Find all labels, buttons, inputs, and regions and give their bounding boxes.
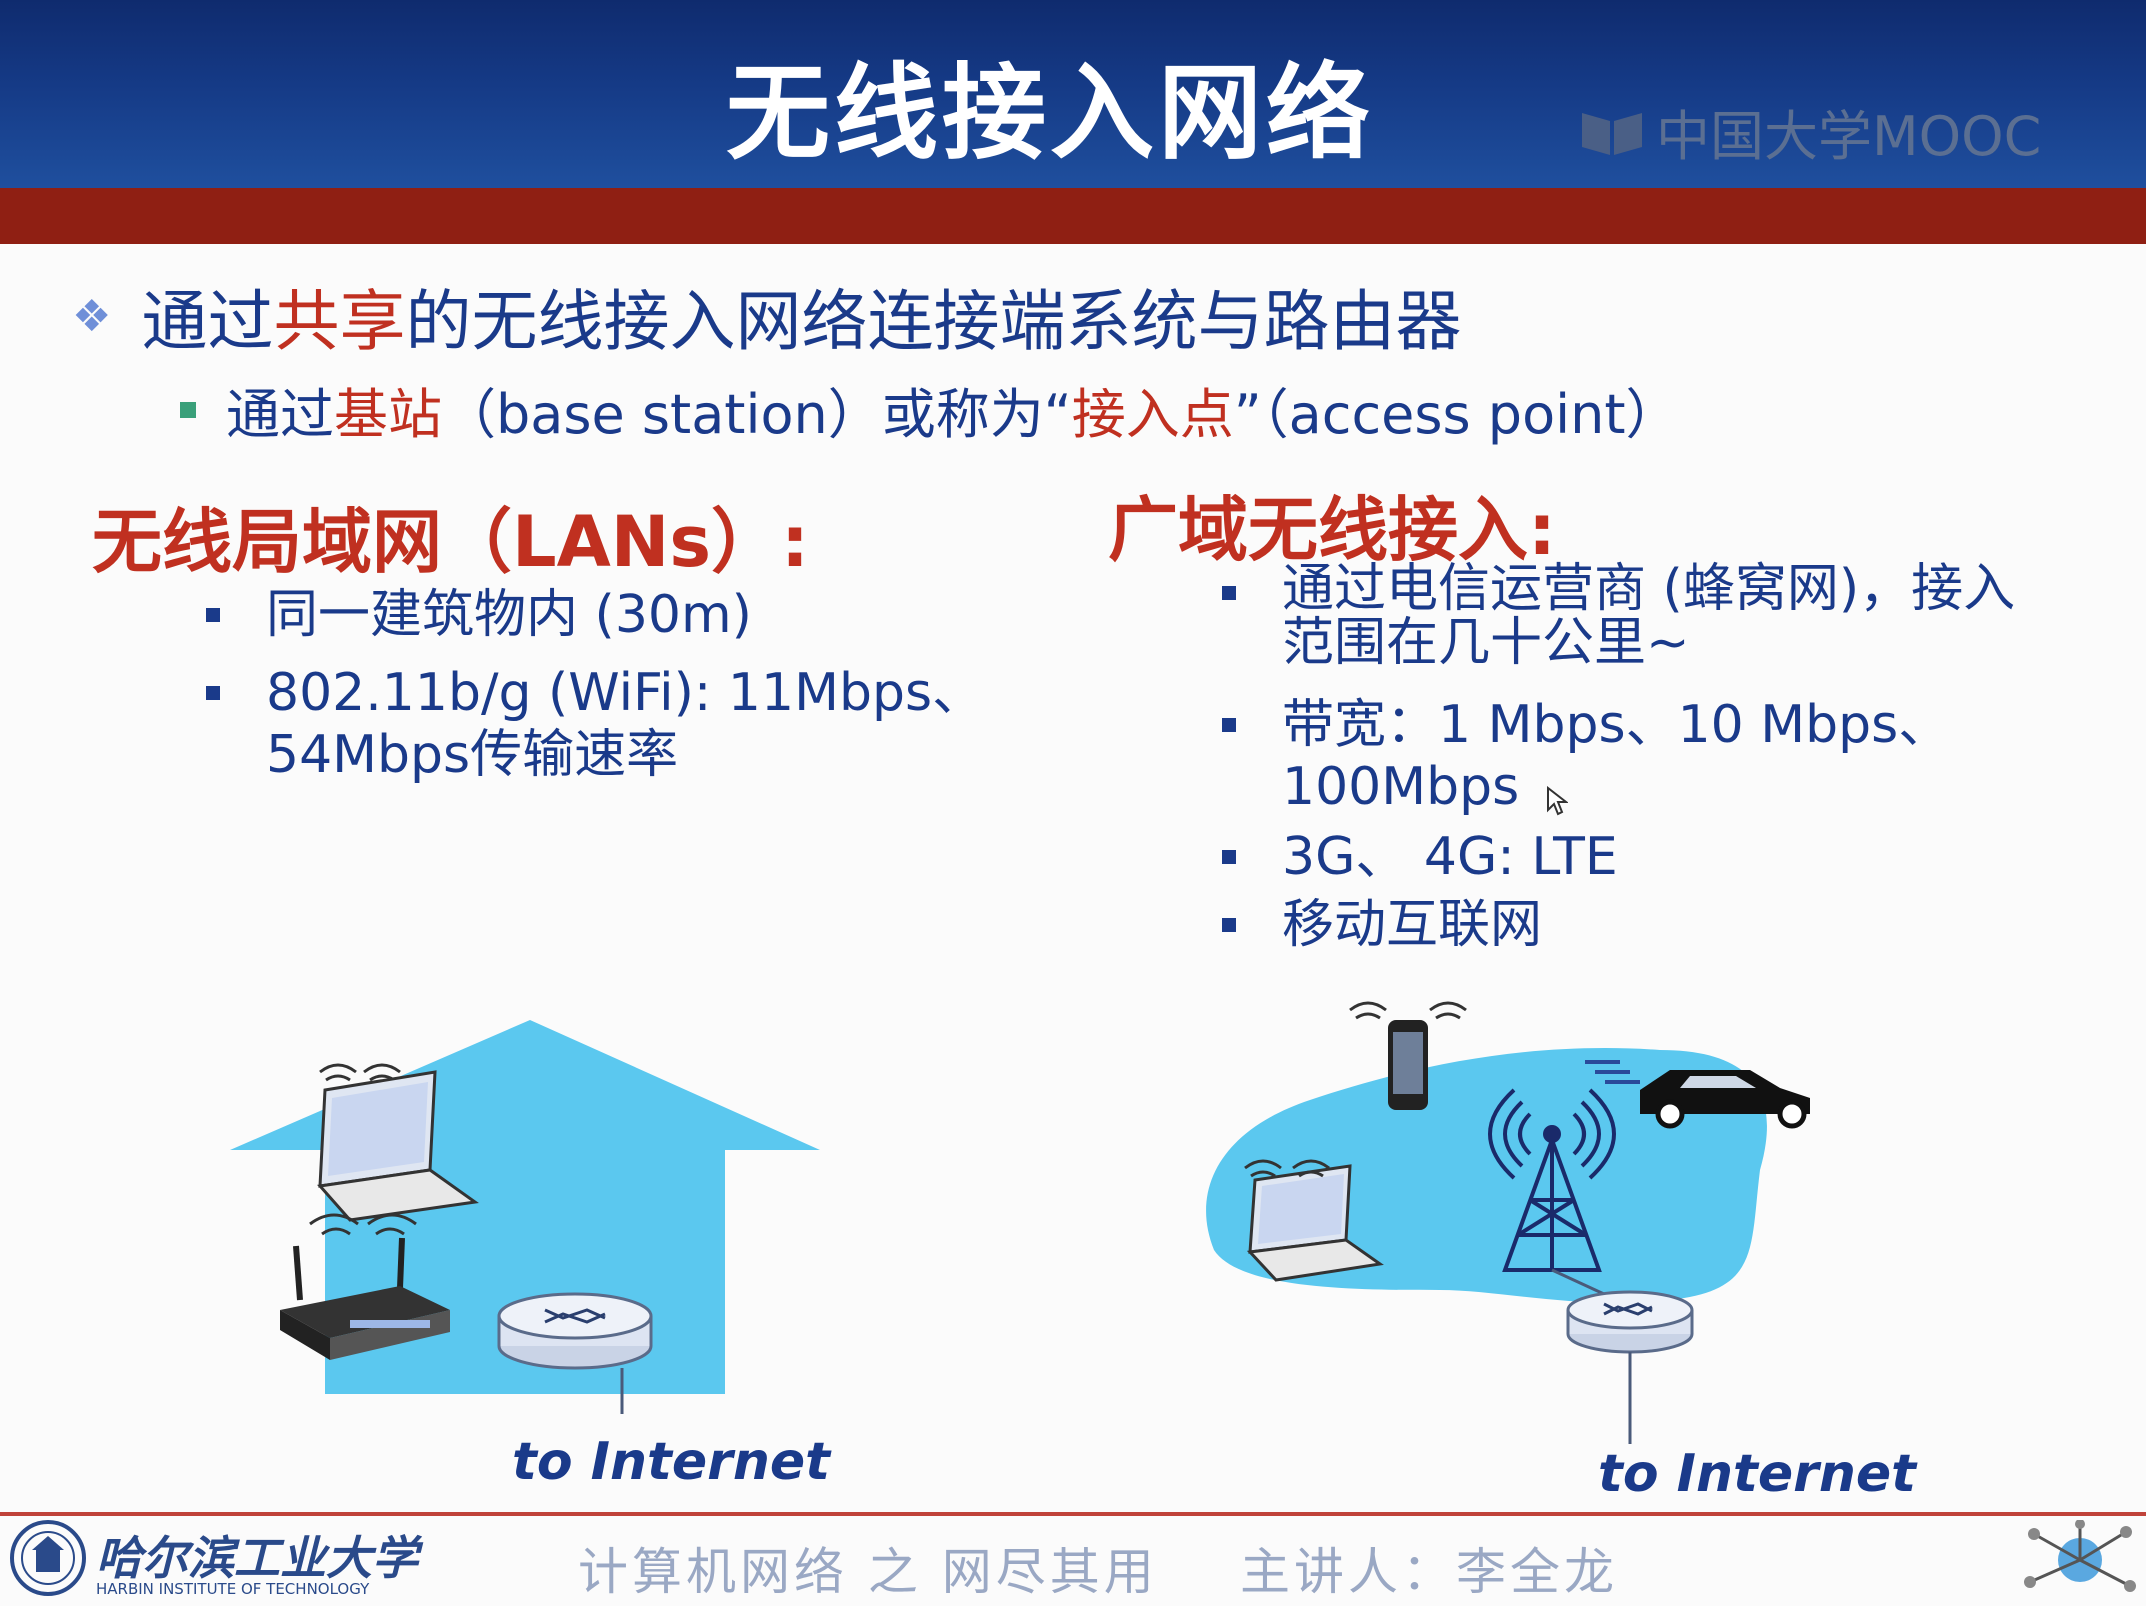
wan-item: 带宽：1 Mbps、10 Mbps、 100Mbps — [1222, 694, 1950, 818]
square-bullet-icon — [1222, 850, 1236, 864]
hit-logo-icon — [10, 1520, 86, 1596]
laptop-icon — [317, 1070, 479, 1222]
wifi-waves-icon — [1585, 1060, 1640, 1084]
wifi-waves-icon — [319, 1063, 401, 1082]
bullet2-text-5: ”（access point） — [1233, 383, 1680, 446]
wan-item: 通过电信运营商 (蜂窝网)，接入 范围在几十公里~ — [1222, 562, 2015, 670]
mouse-pointer-icon — [1547, 786, 1568, 816]
car-icon — [1640, 1070, 1810, 1129]
bullet1-text-4: 连接端系统与路由器 — [867, 283, 1462, 360]
wlan-item-text: 802.11b/g (WiFi): 11Mbps、 — [266, 663, 985, 723]
wlan-heading: 无线局域网（LANs）: — [92, 501, 810, 583]
bullet-base-station: 通过基站（base station）或称为“接入点”（access point） — [180, 370, 1680, 449]
to-internet-label-right: to Internet — [1598, 1444, 1916, 1504]
to-internet-label-left: to Internet — [512, 1432, 830, 1492]
wifi-waves-icon — [1349, 1001, 1467, 1020]
wlan-house-diagram — [230, 1020, 820, 1414]
wan-item: 3G、 4G: LTE — [1222, 826, 1618, 888]
wan-item-text: 带宽：1 Mbps、10 Mbps、 — [1282, 695, 1951, 755]
speaker-name: 主讲人：李全龙 — [1240, 1543, 1618, 1601]
university-name: 哈尔滨工业大学 — [96, 1531, 418, 1585]
university-name-en: HARBIN INSTITUTE OF TECHNOLOGY — [96, 1580, 370, 1598]
mooc-text: 中国大学MOOC — [1656, 105, 2042, 168]
wan-item-text: 通过电信运营商 (蜂窝网)，接入 — [1282, 559, 2016, 619]
laptop-icon — [1246, 1164, 1384, 1282]
diamond-bullet-icon: ❖ — [72, 290, 112, 342]
wireless-router-icon — [280, 1237, 450, 1360]
bullet2-text-3: （base station）或称为“ — [442, 383, 1072, 446]
wan-item: 移动互联网 — [1222, 894, 1542, 956]
network-globe-icon — [2024, 1520, 2136, 1592]
square-bullet-icon — [1222, 586, 1236, 600]
mooc-watermark: 中国大学MOOC — [1580, 92, 2041, 171]
slide-header — [0, 0, 2146, 188]
router-icon — [1566, 1290, 1694, 1354]
wlan-item: 802.11b/g (WiFi): 11Mbps、 54Mbps传输速率 — [206, 662, 984, 786]
wlan-item-text: 同一建筑物内 (30m) — [266, 585, 752, 645]
wan-item-text-cont: 100Mbps — [1282, 757, 1520, 817]
phone-icon — [1388, 1020, 1428, 1110]
bullet1-text-3: 的无线接入网络 — [405, 283, 868, 360]
bullet2-text-4: 接入点 — [1071, 383, 1234, 446]
bullet1-text-2: 共享 — [273, 283, 406, 360]
wlan-item: 同一建筑物内 (30m) — [206, 584, 752, 646]
square-bullet-icon — [206, 686, 220, 700]
square-bullet-icon — [180, 401, 196, 418]
wan-heading: 广域无线接入: — [1108, 489, 1556, 571]
wlan-item-text-cont: 54Mbps传输速率 — [266, 725, 679, 785]
router-icon — [497, 1292, 653, 1370]
square-bullet-icon — [206, 608, 220, 622]
slide-title: 无线接入网络 — [725, 52, 1374, 174]
wan-wireless-diagram — [1206, 1001, 1810, 1444]
wan-item-text: 3G、 4G: LTE — [1282, 827, 1618, 887]
footer-divider — [0, 1512, 2146, 1516]
header-stripe — [0, 188, 2146, 244]
wan-item-text: 移动互联网 — [1282, 895, 1543, 955]
cell-tower-icon — [1488, 1088, 1616, 1272]
wifi-waves-icon — [309, 1213, 417, 1236]
bullet-shared-access: ❖ 通过共享的无线接入网络连接端系统与路由器 — [72, 268, 1461, 364]
bullet1-text-1: 通过 — [141, 283, 274, 360]
wifi-waves-icon — [1244, 1159, 1330, 1178]
wan-item-text-cont: 范围在几十公里~ — [1282, 613, 1690, 673]
square-bullet-icon — [1222, 718, 1236, 732]
bullet2-text-1: 通过 — [226, 383, 334, 446]
square-bullet-icon — [1222, 918, 1236, 932]
bullet2-text-2: 基站 — [334, 383, 442, 446]
mooc-logo-icon — [1582, 112, 1642, 155]
course-name: 计算机网络 之 网尽其用 — [578, 1543, 1158, 1601]
